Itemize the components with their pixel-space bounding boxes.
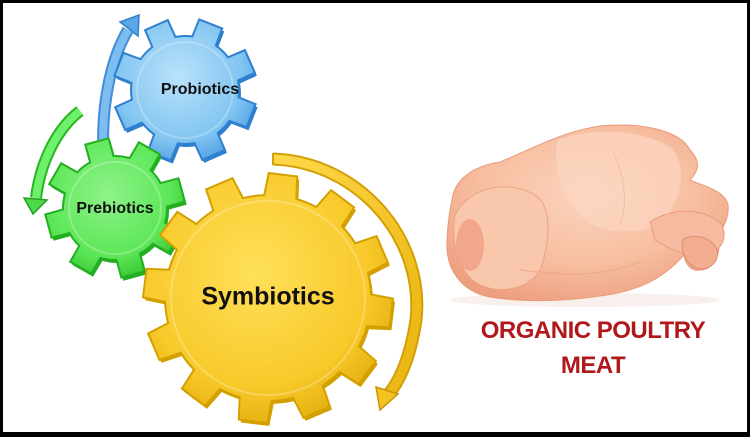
probiotics-label: Probiotics bbox=[160, 81, 240, 98]
symbiotics-cycle-arrow bbox=[272, 152, 424, 412]
probiotics-gear bbox=[113, 18, 258, 164]
prebiotics-cycle-arrow bbox=[22, 106, 84, 216]
symbiotics-label: Symbiotics bbox=[201, 282, 335, 311]
prebiotics-label: Prebiotics bbox=[76, 200, 154, 217]
diagram-art bbox=[22, 13, 729, 426]
symbiotics-gear bbox=[141, 171, 395, 426]
prebiotics-gear bbox=[44, 137, 187, 281]
diagram-canvas: Probiotics Prebiotics Symbiotics ORGANIC… bbox=[3, 3, 747, 432]
raw-chicken-image bbox=[446, 124, 729, 307]
caption-line-1: ORGANIC POULTRY bbox=[480, 317, 706, 344]
caption-line-2: MEAT bbox=[560, 352, 626, 379]
